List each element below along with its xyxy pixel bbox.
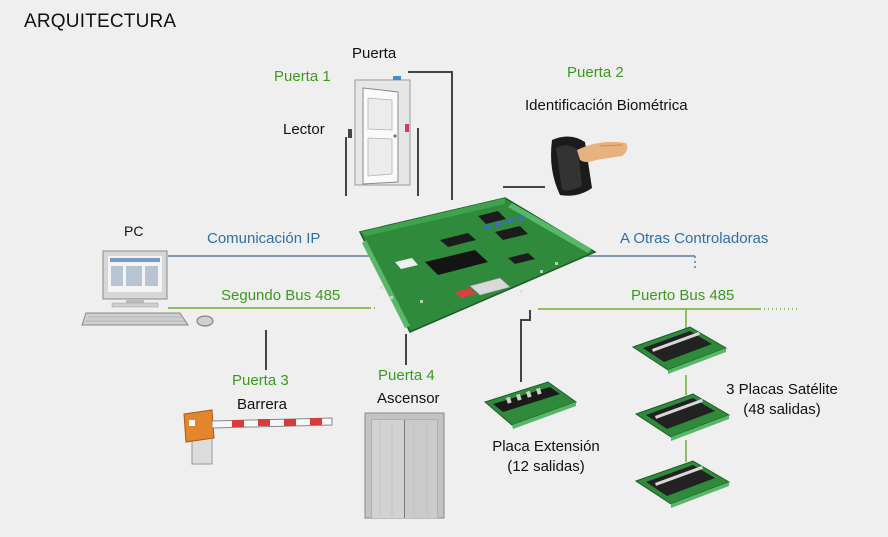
elevator-illustration	[364, 412, 445, 519]
extension-board-illustration	[483, 381, 578, 429]
connection-lines	[168, 71, 798, 462]
barrier-illustration	[183, 409, 333, 465]
second-bus-label: Segundo Bus 485	[221, 287, 341, 304]
satellite-board-1	[631, 326, 728, 374]
other-controllers-label: A Otras Controladoras	[620, 230, 769, 247]
door-wire	[408, 71, 453, 200]
bus-485-port-label: Puerto Bus 485	[631, 287, 735, 304]
extension-board-sublabel: (12 salidas)	[507, 458, 585, 475]
satellite-board-2	[634, 393, 731, 441]
diagram-title: ARQUITECTURA	[24, 11, 177, 32]
extension-board-label: Placa Extensión	[492, 438, 600, 455]
door-4-label: Puerta 4	[378, 367, 435, 384]
elevator-label: Ascensor	[377, 390, 440, 407]
biometric-label: Identificación Biométrica	[525, 97, 688, 114]
pc-label: PC	[124, 223, 144, 239]
biometric-reader-illustration	[551, 136, 628, 196]
ip-communication-label: Comunicación IP	[207, 230, 321, 247]
door-2-label: Puerta 2	[567, 64, 624, 81]
barrier-label: Barrera	[237, 396, 288, 413]
main-controller-board	[358, 197, 597, 333]
reader-label: Lector	[283, 121, 325, 138]
satellite-boards-sublabel: (48 salidas)	[743, 401, 821, 418]
door-1-label: Puerta 1	[274, 68, 331, 85]
satellite-boards-label: 3 Placas Satélite	[726, 381, 838, 398]
satellite-board-3	[634, 460, 731, 508]
extension-wire	[520, 310, 531, 382]
pc-illustration	[81, 250, 214, 327]
door-3-label: Puerta 3	[232, 372, 289, 389]
door-illustration	[348, 76, 411, 186]
door-label: Puerta	[352, 45, 397, 62]
